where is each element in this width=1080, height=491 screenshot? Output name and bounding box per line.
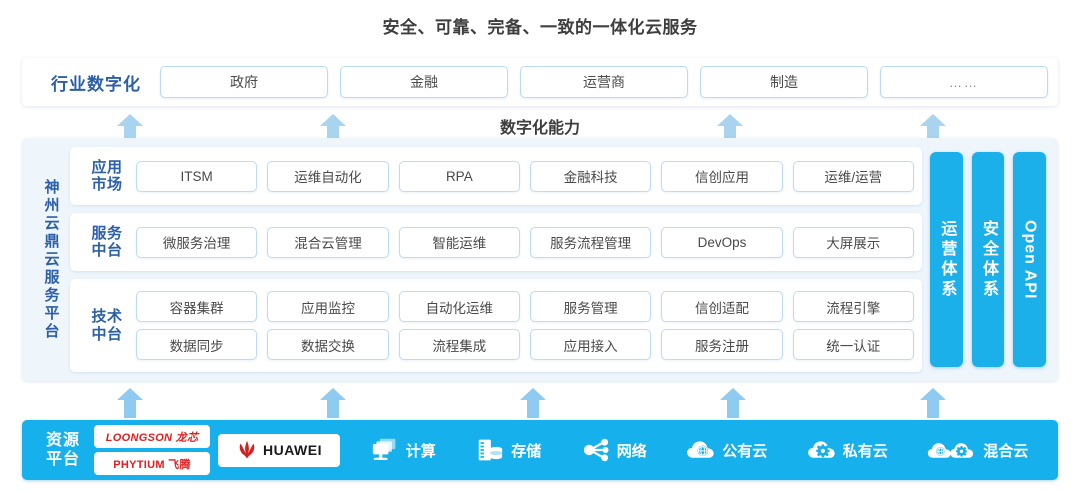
resource-item-public-cloud[interactable]: 公有云 (686, 437, 767, 463)
industry-item-manufacturing[interactable]: 制造 (700, 66, 868, 98)
resource-platform-label: 资源 平台 (32, 431, 94, 469)
resource-item-label: 计算 (405, 442, 436, 460)
public-cloud-icon (687, 441, 714, 458)
card-hybrid-cloud-management[interactable]: 混合云管理 (267, 226, 389, 258)
arrow-up-7 (520, 388, 546, 418)
group-label-line-1: 技术 (91, 308, 123, 326)
platform-pillars: 运营体系 安全体系 Open API (930, 147, 1048, 372)
card-microservice-governance[interactable]: 微服务治理 (136, 226, 258, 258)
private-cloud-icon (807, 441, 835, 458)
group-label-line-1: 应用 (91, 158, 123, 176)
resource-item-storage[interactable]: 存储 (475, 437, 541, 463)
platform-body: 应用 市场 ITSM 运维自动化 RPA 金融科技 信创应用 运维/运营 (70, 147, 1048, 372)
resource-item-label: 网络 (616, 442, 647, 460)
card-devops[interactable]: DevOps (661, 226, 783, 258)
card-container-cluster[interactable]: 容器集群 (136, 291, 258, 322)
page-title: 安全、可靠、完备、一致的一体化云服务 (382, 18, 698, 37)
resource-item-compute[interactable]: 计算 (370, 437, 436, 463)
card-itsm[interactable]: ITSM (136, 160, 258, 192)
group-label-line-2: 中台 (91, 325, 123, 343)
card-unified-authentication[interactable]: 统一认证 (792, 329, 914, 360)
pillar-security-system[interactable]: 安全体系 (971, 152, 1005, 367)
huawei-logo: HUAWEI (218, 433, 340, 467)
group-label-line-2: 中台 (91, 242, 123, 259)
arrow-up-6 (320, 388, 346, 418)
resource-item-label: 公有云 (722, 442, 768, 460)
card-application-monitoring[interactable]: 应用监控 (267, 291, 389, 322)
group-label-service-midplatform: 服务 中台 (78, 225, 136, 260)
card-application-access[interactable]: 应用接入 (529, 329, 652, 360)
card-row: 微服务治理 混合云管理 智能运维 服务流程管理 DevOps 大屏展示 (136, 226, 914, 258)
card-data-exchange[interactable]: 数据交换 (267, 329, 389, 360)
loongson-logo: LOONGSON 龙芯 (94, 425, 210, 448)
pillar-label: 运营体系 (938, 219, 956, 300)
compute-icon (372, 438, 396, 461)
group-label-line-2: 市场 (91, 176, 123, 193)
group-cards-technology-midplatform: 容器集群 应用监控 自动化运维 服务管理 信创适配 流程引擎 数据同步 数据交换… (136, 291, 914, 360)
resource-label-line-1: 资源 (45, 431, 80, 449)
industry-item-telecom[interactable]: 运营商 (520, 66, 688, 98)
resource-item-label: 私有云 (842, 442, 888, 460)
card-service-process-management[interactable]: 服务流程管理 (529, 226, 652, 258)
hybrid-cloud-icon (928, 443, 974, 458)
card-service-registry[interactable]: 服务注册 (661, 329, 783, 360)
resource-item-network[interactable]: 网络 (581, 437, 647, 463)
group-technology-midplatform: 技术 中台 容器集群 应用监控 自动化运维 服务管理 信创适配 流程引擎 (70, 279, 922, 372)
pillar-open-api[interactable]: Open API (1013, 152, 1047, 367)
group-label-application-market: 应用 市场 (78, 159, 136, 194)
resource-item-private-cloud[interactable]: 私有云 (807, 437, 888, 463)
resource-label-line-2: 平台 (45, 451, 80, 468)
card-row: ITSM 运维自动化 RPA 金融科技 信创应用 运维/运营 (136, 160, 914, 192)
group-service-midplatform: 服务 中台 微服务治理 混合云管理 智能运维 服务流程管理 DevOps 大屏展… (70, 213, 922, 271)
huawei-label: HUAWEI (263, 442, 322, 458)
card-xinchuang-app[interactable]: 信创应用 (661, 160, 783, 192)
storage-icon (478, 439, 503, 461)
card-data-sync[interactable]: 数据同步 (136, 329, 258, 360)
industry-item-finance[interactable]: 金融 (340, 66, 508, 98)
card-process-integration[interactable]: 流程集成 (398, 329, 520, 360)
arrow-up-8 (720, 388, 746, 418)
pillar-operations-system[interactable]: 运营体系 (930, 152, 963, 367)
card-fintech[interactable]: 金融科技 (529, 160, 652, 192)
platform-vertical-label: 神州云鼎云服务平台 (42, 178, 60, 341)
pillar-label: Open API (1021, 219, 1039, 300)
group-application-market: 应用 市场 ITSM 运维自动化 RPA 金融科技 信创应用 运维/运营 (70, 147, 922, 205)
phytium-logo: PHYTIUM 飞腾 (94, 452, 210, 475)
resource-item-hybrid-cloud[interactable]: 混合云 (927, 437, 1028, 463)
card-xinchuang-adaptation[interactable]: 信创适配 (661, 291, 783, 322)
group-label-technology-midplatform: 技术 中台 (78, 308, 136, 343)
card-ops-automation[interactable]: 运维自动化 (267, 160, 389, 192)
capability-label: 数字化能力 (499, 120, 580, 137)
huawei-flower-icon (239, 440, 255, 459)
industry-item-list: 政府 金融 运营商 制造 …… (160, 66, 1048, 98)
industry-item-more[interactable]: …… (880, 66, 1048, 98)
pillar-label: 安全体系 (980, 219, 997, 300)
resource-platform-bar: 资源 平台 LOONGSON 龙芯 PHYTIUM 飞腾 HUAWEI (22, 420, 1058, 480)
card-process-engine[interactable]: 流程引擎 (792, 291, 914, 322)
network-icon (583, 438, 609, 462)
card-service-management[interactable]: 服务管理 (529, 291, 652, 322)
industry-digitalization-band: 行业数字化 政府 金融 运营商 制造 …… (22, 58, 1058, 106)
resource-item-label: 存储 (511, 442, 542, 460)
industry-band-label: 行业数字化 (51, 74, 141, 94)
card-rpa[interactable]: RPA (398, 160, 520, 192)
cloud-service-platform-panel: 神州云鼎云服务平台 应用 市场 ITSM 运维自动化 RPA 金融科技 (22, 138, 1058, 381)
arrow-up-9 (920, 388, 946, 418)
arrow-up-5 (117, 388, 143, 418)
platform-groups: 应用 市场 ITSM 运维自动化 RPA 金融科技 信创应用 运维/运营 (70, 147, 922, 372)
resource-item-list: 计算 存储 (340, 437, 1048, 463)
group-cards-service-midplatform: 微服务治理 混合云管理 智能运维 服务流程管理 DevOps 大屏展示 (136, 226, 914, 258)
card-intelligent-ops[interactable]: 智能运维 (398, 226, 520, 258)
resource-item-label: 混合云 (983, 442, 1029, 460)
card-automated-ops[interactable]: 自动化运维 (398, 291, 520, 322)
chip-vendor-logos: LOONGSON 龙芯 PHYTIUM 飞腾 (94, 425, 210, 475)
card-ops-operations[interactable]: 运维/运营 (792, 160, 914, 192)
industry-item-government[interactable]: 政府 (160, 66, 328, 98)
group-cards-application-market: ITSM 运维自动化 RPA 金融科技 信创应用 运维/运营 (136, 160, 914, 192)
card-row: 数据同步 数据交换 流程集成 应用接入 服务注册 统一认证 (136, 329, 914, 360)
group-label-line-1: 服务 (91, 224, 123, 242)
card-row: 容器集群 应用监控 自动化运维 服务管理 信创适配 流程引擎 (136, 291, 914, 322)
card-large-screen-display[interactable]: 大屏展示 (792, 226, 914, 258)
